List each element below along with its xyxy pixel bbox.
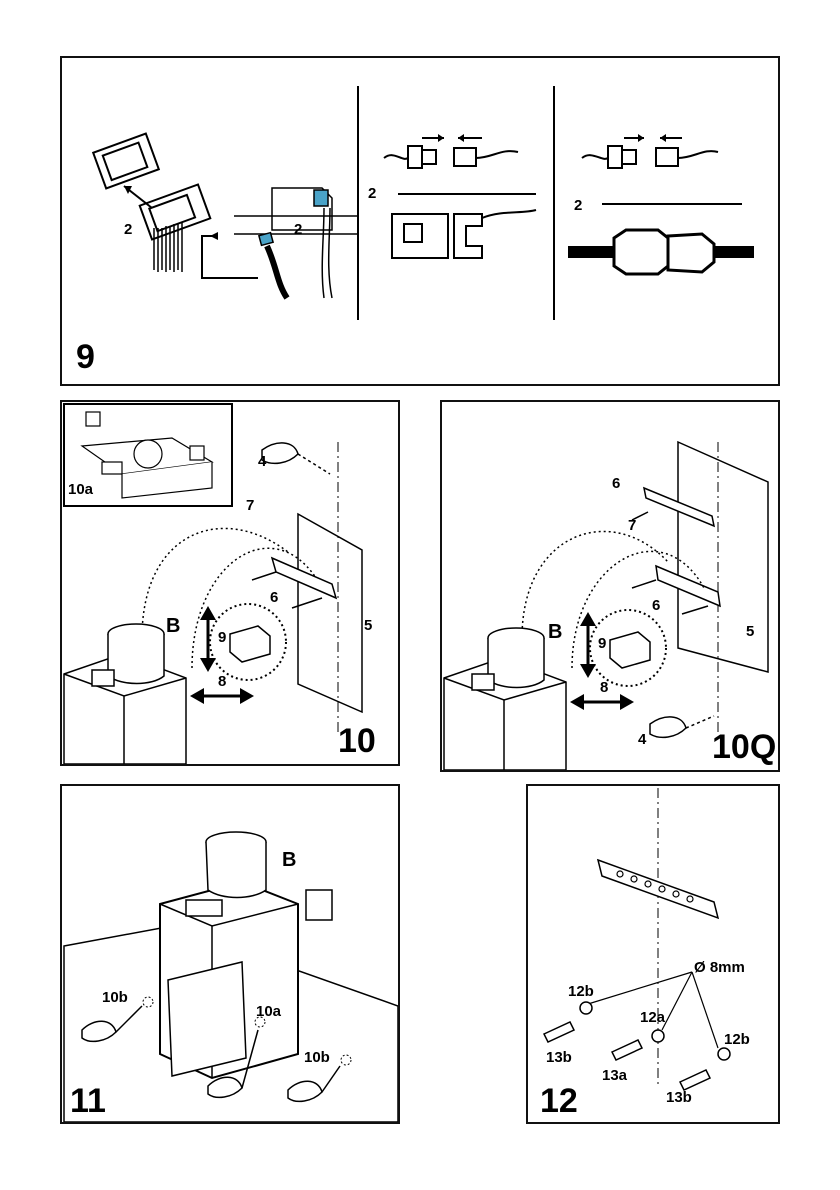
panel12-label-13b-2: 13b [666, 1089, 692, 1106]
panel10-label-7: 7 [246, 497, 255, 514]
panel12-label-13b-1: 13b [546, 1049, 572, 1066]
panel10-label-9: 9 [218, 629, 227, 646]
figure-10q-panel: 6 7 6 5 B 9 8 4 10Q [440, 400, 780, 772]
panel11-label-B: B [282, 849, 297, 871]
panel9-label-2d: 2 [574, 197, 583, 214]
panel11-label-10b-2: 10b [304, 1049, 330, 1066]
figure-10-panel: 10a 4 7 6 5 B 9 8 10 [60, 400, 400, 766]
figure-12-illustration [542, 788, 731, 1091]
panel9-label-2b: 2 [294, 221, 303, 238]
panel10q-label-7: 7 [628, 517, 637, 534]
figure-9-illustration [91, 86, 754, 320]
panel11-label-10a: 10a [256, 1003, 282, 1020]
panel10-label-5: 5 [364, 617, 373, 634]
figure-number-9: 9 [76, 338, 95, 376]
figure-11-illustration [63, 831, 398, 1122]
figure-number-11: 11 [70, 1082, 106, 1120]
panel12-label-12b-1: 12b [568, 983, 594, 1000]
panel10-label-B: B [166, 615, 181, 637]
panel10-label-8: 8 [218, 673, 227, 690]
panel9-label-2c: 2 [368, 185, 377, 202]
figure-number-12: 12 [540, 1082, 578, 1120]
panel12-label-13a: 13a [602, 1067, 628, 1084]
panel10q-label-5: 5 [746, 623, 755, 640]
panel10-label-6: 6 [270, 589, 279, 606]
figure-12-panel: Ø 8mm 12b 12a 12b 13b 13a 13b 12 [526, 784, 780, 1124]
panel10q-label-4: 4 [638, 731, 647, 748]
panel10-label-4: 4 [258, 453, 267, 470]
figure-number-10q: 10Q [712, 728, 777, 766]
figure-9-panel: 2 2 2 2 9 [60, 56, 780, 386]
panel10q-label-9: 9 [598, 635, 607, 652]
panel12-label-12a: 12a [640, 1009, 666, 1026]
figure-10-illustration [63, 403, 363, 764]
panel12-label-12b-2: 12b [724, 1031, 750, 1048]
panel10q-label-8: 8 [600, 679, 609, 696]
panel9-label-2a: 2 [124, 221, 133, 238]
figure-10q-illustration [443, 440, 769, 770]
panel10-inset-label: 10a [68, 481, 94, 498]
panel11-label-10b-1: 10b [102, 989, 128, 1006]
panel12-label-diameter: Ø 8mm [694, 959, 745, 976]
panel10q-label-B: B [548, 621, 563, 643]
figure-number-10: 10 [338, 722, 376, 760]
figure-11-panel: B 10b 10a 10b 11 [60, 784, 400, 1124]
panel10q-label-6a: 6 [612, 475, 621, 492]
panel10q-label-6b: 6 [652, 597, 661, 614]
